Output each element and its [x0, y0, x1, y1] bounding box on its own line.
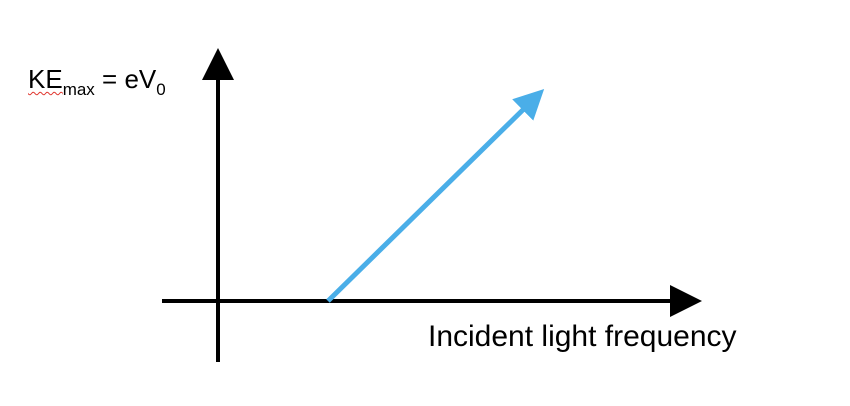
y-axis-label-rest: = eV: [94, 64, 157, 94]
y-axis-label-rest-subscript: 0: [156, 80, 166, 99]
y-axis-label-subscript: max: [62, 80, 95, 99]
y-axis-label: KEmax = eV0: [28, 64, 166, 98]
ke-frequency-line: [326, 88, 545, 303]
y-axis-label-main: KE: [28, 64, 63, 94]
x-axis-label: Incident light frequency: [428, 320, 737, 353]
